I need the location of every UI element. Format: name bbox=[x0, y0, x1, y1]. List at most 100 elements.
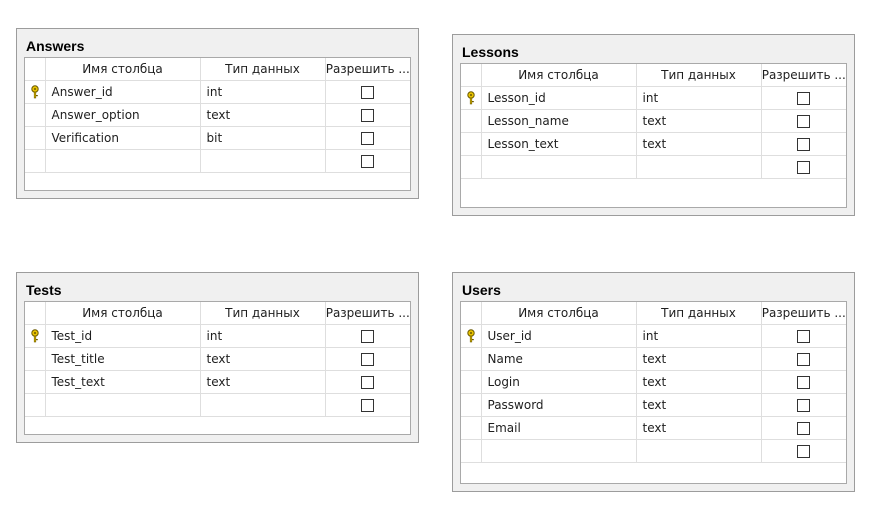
data-type-cell[interactable]: text bbox=[636, 416, 762, 440]
column-name-cell[interactable]: Answer_id bbox=[45, 80, 201, 104]
data-type-cell[interactable]: text bbox=[636, 370, 762, 394]
data-type-cell[interactable]: text bbox=[636, 393, 762, 417]
row-selector[interactable] bbox=[25, 149, 46, 173]
row-selector[interactable] bbox=[461, 439, 482, 463]
data-type-cell[interactable]: text bbox=[200, 370, 326, 394]
column-name-cell[interactable]: Password bbox=[481, 393, 637, 417]
column-name-cell[interactable]: Test_title bbox=[45, 347, 201, 371]
allow-nulls-checkbox[interactable] bbox=[797, 92, 811, 105]
data-type-cell[interactable]: bit bbox=[200, 126, 326, 150]
data-type-cell[interactable] bbox=[200, 149, 326, 173]
allow-nulls-checkbox[interactable] bbox=[361, 330, 375, 343]
data-type-cell[interactable] bbox=[636, 155, 762, 179]
row-selector[interactable] bbox=[461, 324, 482, 348]
allow-nulls-cell bbox=[761, 439, 846, 463]
row-selector[interactable] bbox=[461, 155, 482, 179]
column-name-cell[interactable] bbox=[481, 439, 637, 463]
column-name-header: Имя столбца bbox=[45, 58, 201, 81]
row-selector[interactable] bbox=[461, 132, 482, 156]
row-selector[interactable] bbox=[461, 416, 482, 440]
data-type-cell[interactable]: text bbox=[636, 109, 762, 133]
row-selector[interactable] bbox=[461, 109, 482, 133]
column-name-cell[interactable]: Login bbox=[481, 370, 637, 394]
table-row[interactable] bbox=[25, 393, 410, 417]
table-row[interactable] bbox=[25, 149, 410, 173]
data-type-cell[interactable]: int bbox=[636, 324, 762, 348]
row-selector[interactable] bbox=[25, 347, 46, 371]
column-name-cell[interactable] bbox=[45, 393, 201, 417]
table-title: Answers bbox=[26, 38, 85, 54]
column-name-cell[interactable]: Email bbox=[481, 416, 637, 440]
allow-nulls-checkbox[interactable] bbox=[361, 109, 375, 122]
allow-nulls-checkbox[interactable] bbox=[361, 376, 375, 389]
allow-nulls-cell bbox=[325, 370, 410, 394]
table-lessons[interactable]: Lessons Имя столбца Тип данных Разрешить… bbox=[452, 34, 855, 216]
column-name-cell[interactable]: Name bbox=[481, 347, 637, 371]
allow-nulls-checkbox[interactable] bbox=[797, 330, 811, 343]
allow-nulls-checkbox[interactable] bbox=[797, 445, 811, 458]
table-title: Lessons bbox=[462, 44, 519, 60]
row-selector[interactable] bbox=[461, 393, 482, 417]
table-tests[interactable]: Tests Имя столбца Тип данных Разрешить .… bbox=[16, 272, 419, 443]
allow-nulls-checkbox[interactable] bbox=[797, 115, 811, 128]
row-selector[interactable] bbox=[25, 324, 46, 348]
column-name-cell[interactable]: User_id bbox=[481, 324, 637, 348]
allow-nulls-checkbox[interactable] bbox=[797, 399, 811, 412]
row-selector[interactable] bbox=[25, 126, 46, 150]
data-type-cell[interactable]: int bbox=[200, 324, 326, 348]
data-type-cell[interactable]: int bbox=[200, 80, 326, 104]
table-users[interactable]: Users Имя столбца Тип данных Разрешить .… bbox=[452, 272, 855, 492]
row-selector[interactable] bbox=[25, 393, 46, 417]
data-type-cell[interactable]: text bbox=[636, 347, 762, 371]
column-name-cell[interactable]: Lesson_text bbox=[481, 132, 637, 156]
column-name-cell[interactable]: Answer_option bbox=[45, 103, 201, 127]
allow-nulls-checkbox[interactable] bbox=[361, 86, 375, 99]
column-name-cell[interactable]: Lesson_name bbox=[481, 109, 637, 133]
column-name-cell[interactable]: Verification bbox=[45, 126, 201, 150]
row-selector[interactable] bbox=[25, 103, 46, 127]
data-type-cell[interactable]: text bbox=[200, 103, 326, 127]
allow-nulls-checkbox[interactable] bbox=[797, 376, 811, 389]
row-selector[interactable] bbox=[25, 370, 46, 394]
allow-nulls-checkbox[interactable] bbox=[797, 138, 811, 151]
row-selector[interactable] bbox=[25, 80, 46, 104]
allow-nulls-checkbox[interactable] bbox=[361, 353, 375, 366]
allow-nulls-checkbox[interactable] bbox=[361, 399, 375, 412]
allow-nulls-cell bbox=[325, 347, 410, 371]
allow-nulls-checkbox[interactable] bbox=[797, 422, 811, 435]
column-name-cell[interactable]: Lesson_id bbox=[481, 86, 637, 110]
column-name-cell[interactable]: Test_text bbox=[45, 370, 201, 394]
table-answers[interactable]: Answers Имя столбца Тип данных Разрешить… bbox=[16, 28, 419, 199]
table-row[interactable] bbox=[461, 439, 846, 463]
column-name-cell[interactable]: Test_id bbox=[45, 324, 201, 348]
data-type-cell[interactable]: text bbox=[200, 347, 326, 371]
data-type-cell[interactable] bbox=[200, 393, 326, 417]
allow-nulls-checkbox[interactable] bbox=[361, 155, 375, 168]
data-type-cell[interactable]: text bbox=[636, 132, 762, 156]
allow-nulls-checkbox[interactable] bbox=[797, 353, 811, 366]
data-type-cell[interactable]: int bbox=[636, 86, 762, 110]
row-selector[interactable] bbox=[461, 370, 482, 394]
column-name-cell[interactable] bbox=[481, 155, 637, 179]
row-selector[interactable] bbox=[461, 347, 482, 371]
column-name-cell[interactable] bbox=[45, 149, 201, 173]
data-type-cell[interactable] bbox=[636, 439, 762, 463]
allow-nulls-checkbox[interactable] bbox=[361, 132, 375, 145]
table-row[interactable] bbox=[461, 155, 846, 179]
allow-nulls-checkbox[interactable] bbox=[797, 161, 811, 174]
row-selector[interactable] bbox=[461, 86, 482, 110]
